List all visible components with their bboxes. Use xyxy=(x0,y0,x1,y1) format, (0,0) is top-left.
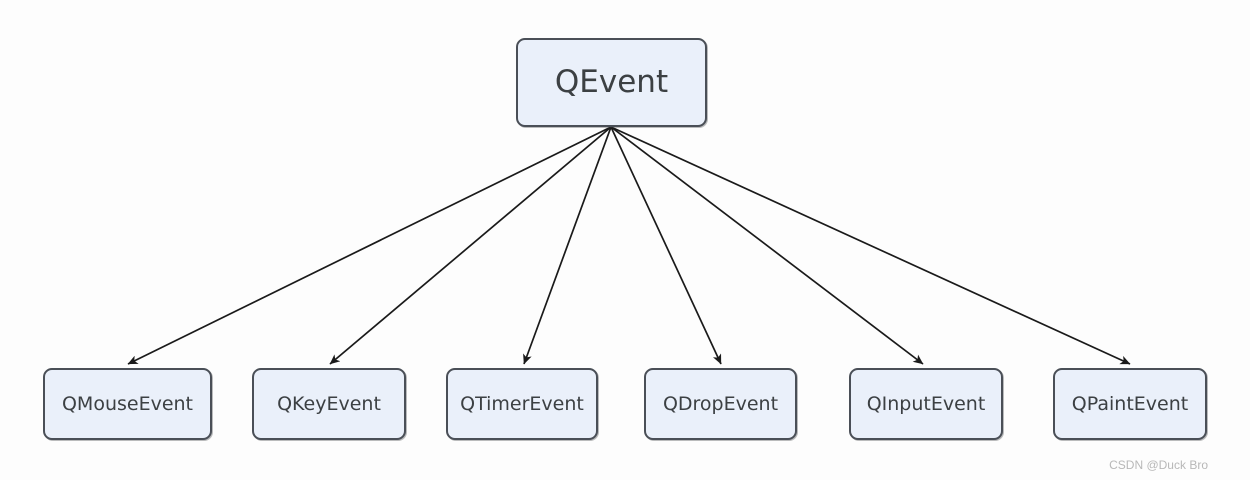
node-label-qdropevent: QDropEvent xyxy=(662,392,779,415)
node-label-qtimerevent: QTimerEvent xyxy=(460,392,584,415)
node-qpaintevent[interactable]: QPaintEvent xyxy=(1053,368,1207,440)
edge-qkeyevent xyxy=(329,126,612,365)
watermark: CSDN @Duck Bro xyxy=(1109,458,1208,472)
node-qmouseevent[interactable]: QMouseEvent xyxy=(43,368,212,440)
node-qdropevent[interactable]: QDropEvent xyxy=(644,368,797,440)
edge-group xyxy=(127,126,1131,365)
node-qtimerevent[interactable]: QTimerEvent xyxy=(446,368,598,440)
edge-qpaintevent xyxy=(610,126,1131,365)
edge-qmouseevent xyxy=(127,126,612,365)
node-qkeyevent[interactable]: QKeyEvent xyxy=(252,368,406,440)
node-label-qevent: QEvent xyxy=(554,64,669,100)
node-qevent[interactable]: QEvent xyxy=(516,38,707,127)
node-qinputevent[interactable]: QInputEvent xyxy=(849,368,1003,440)
node-label-qkeyevent: QKeyEvent xyxy=(277,392,381,415)
edge-qtimerevent xyxy=(523,126,612,365)
edge-qinputevent xyxy=(610,126,924,365)
node-label-qpaintevent: QPaintEvent xyxy=(1071,392,1189,415)
edge-qdropevent xyxy=(610,126,722,365)
node-label-qmouseevent: QMouseEvent xyxy=(61,392,194,415)
node-label-qinputevent: QInputEvent xyxy=(866,392,986,415)
